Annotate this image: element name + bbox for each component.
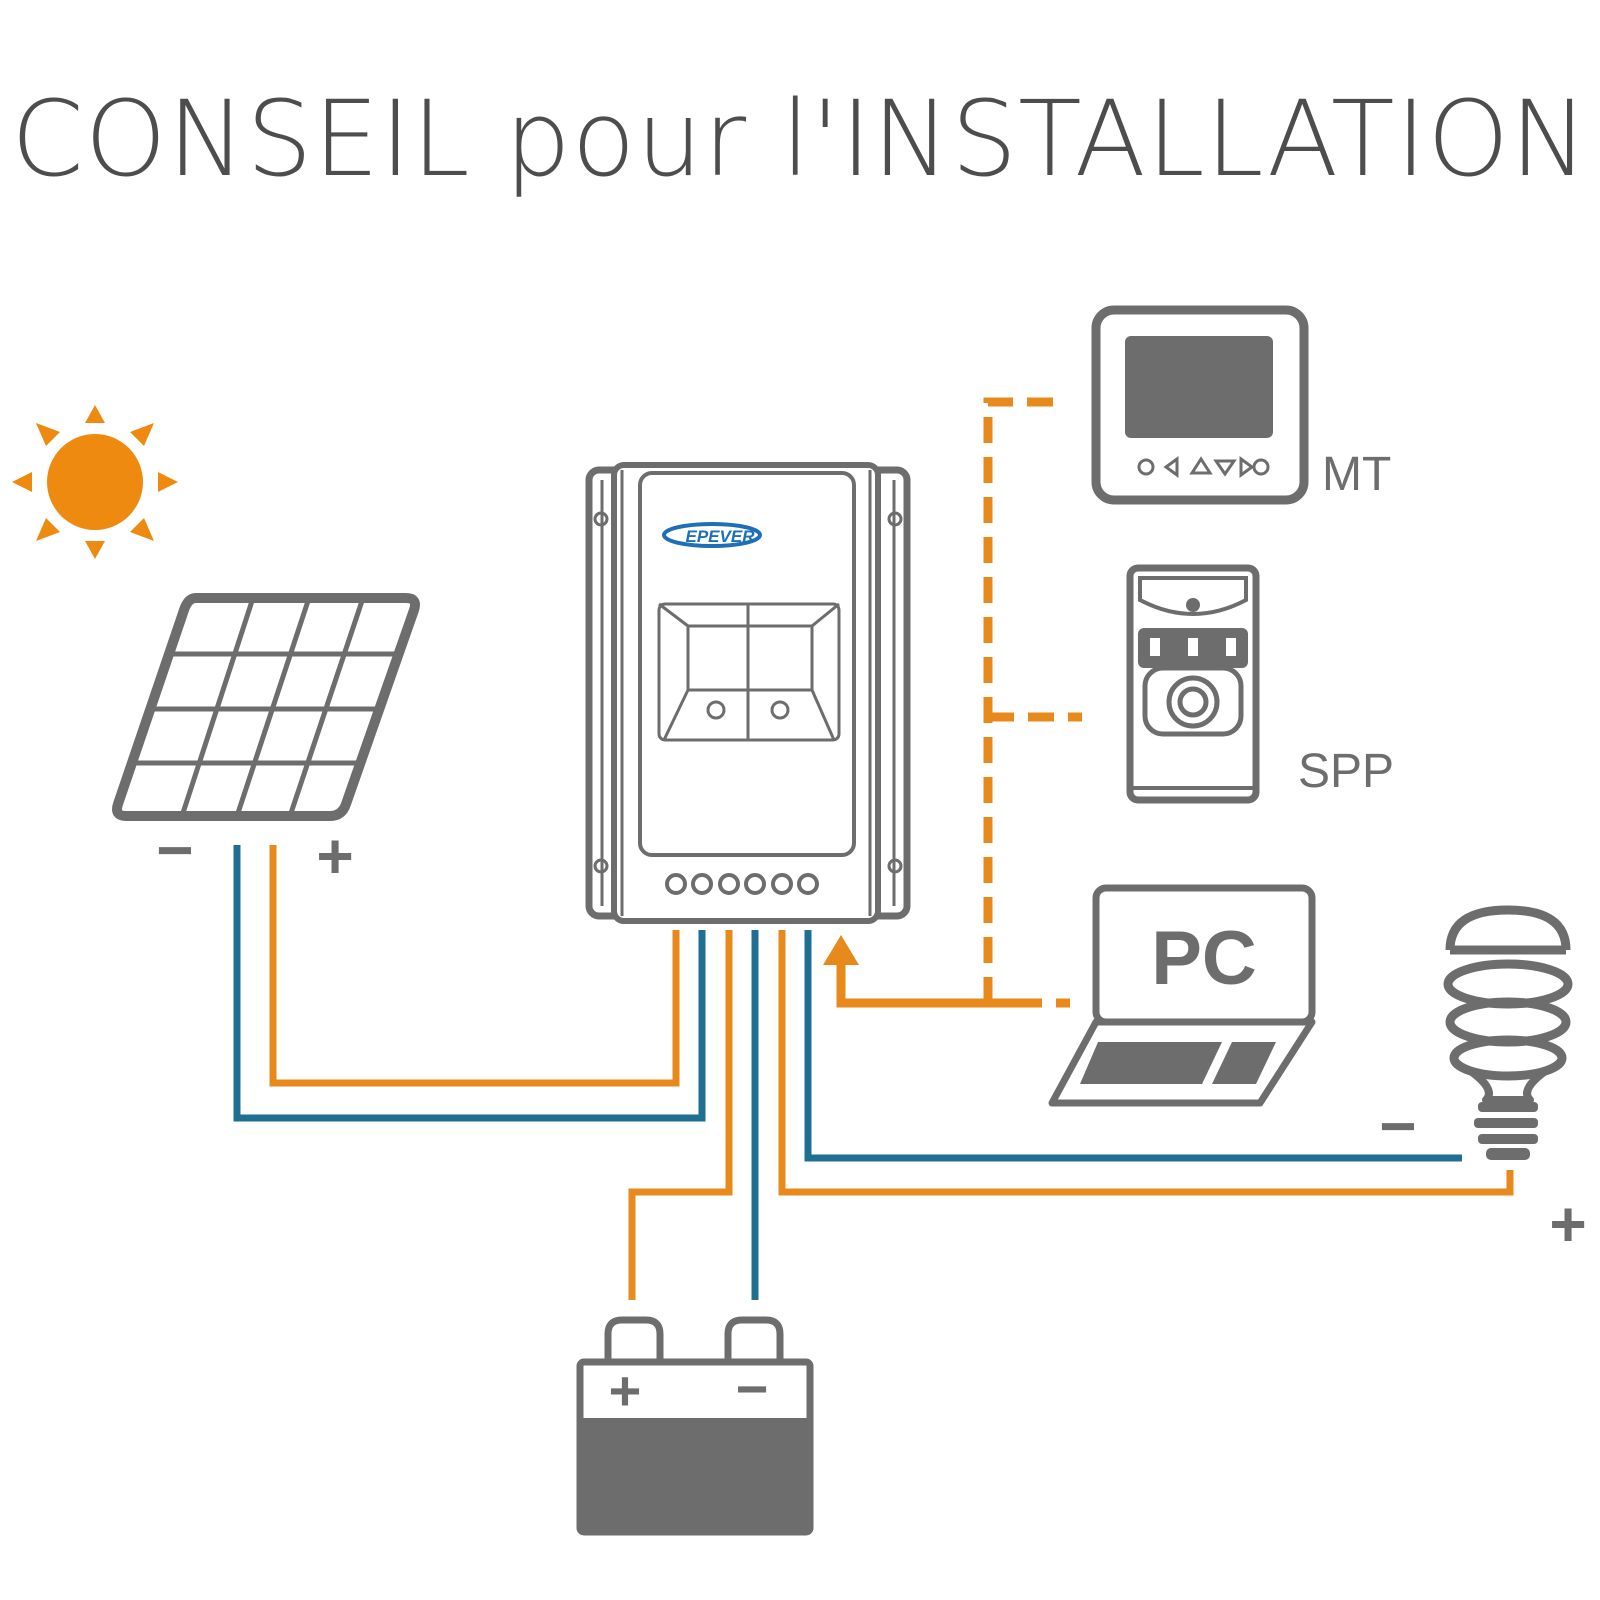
pc-label: PC — [1151, 916, 1257, 1001]
battery-plus-label: + — [609, 1359, 642, 1422]
laptop-icon — [1048, 884, 1316, 1107]
battery-positive-wire — [628, 930, 733, 1300]
sun-icon — [12, 405, 178, 559]
panel-plus-label: + — [316, 820, 353, 892]
panel-minus-label: − — [156, 814, 193, 886]
battery-icon — [576, 1316, 814, 1536]
load-plus-label: + — [1549, 1188, 1586, 1260]
communication-wire — [823, 397, 1082, 1008]
light-bulb-icon — [1443, 905, 1573, 1160]
brand-name: EPEVER — [686, 527, 756, 546]
spp-label: SPP — [1298, 745, 1394, 798]
mt-label: MT — [1322, 448, 1391, 501]
panel-negative-wire — [233, 845, 706, 1122]
page-title: CONSEIL pour l'INSTALLATION — [11, 78, 1589, 200]
load-negative-wire — [804, 930, 1462, 1162]
load-positive-wire — [778, 930, 1514, 1196]
solar-panel-icon — [112, 593, 420, 821]
load-minus-label: − — [1379, 1090, 1416, 1162]
charge-controller-icon — [585, 462, 911, 924]
remote-meter-icon — [1091, 305, 1309, 505]
spp-device-icon — [1126, 564, 1260, 804]
battery-minus-label: − — [736, 1357, 769, 1420]
panel-positive-wire — [269, 845, 680, 1087]
brand-logo: EPEVER — [662, 522, 762, 548]
